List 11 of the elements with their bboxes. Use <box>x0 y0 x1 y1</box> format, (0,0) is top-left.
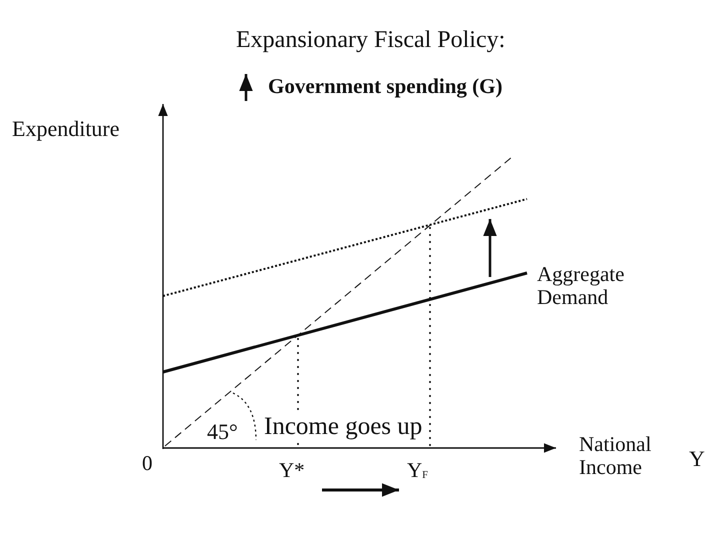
curve-label: Aggregate Demand <box>537 263 626 310</box>
annotation: Income goes up <box>264 413 422 440</box>
axis-label: National Income <box>579 433 652 480</box>
tick-label: Y$_{F}$ <box>407 459 428 482</box>
angle-label: 45° <box>207 420 238 444</box>
chart-title: Expansionary Fiscal Policy: <box>236 27 506 54</box>
tick-label: Y* <box>279 459 305 482</box>
origin-label: 0 <box>142 452 152 476</box>
axis-label: Expenditure <box>12 117 120 142</box>
annotation: Government spending (G) <box>268 75 503 98</box>
axis-label: Y <box>689 447 705 472</box>
